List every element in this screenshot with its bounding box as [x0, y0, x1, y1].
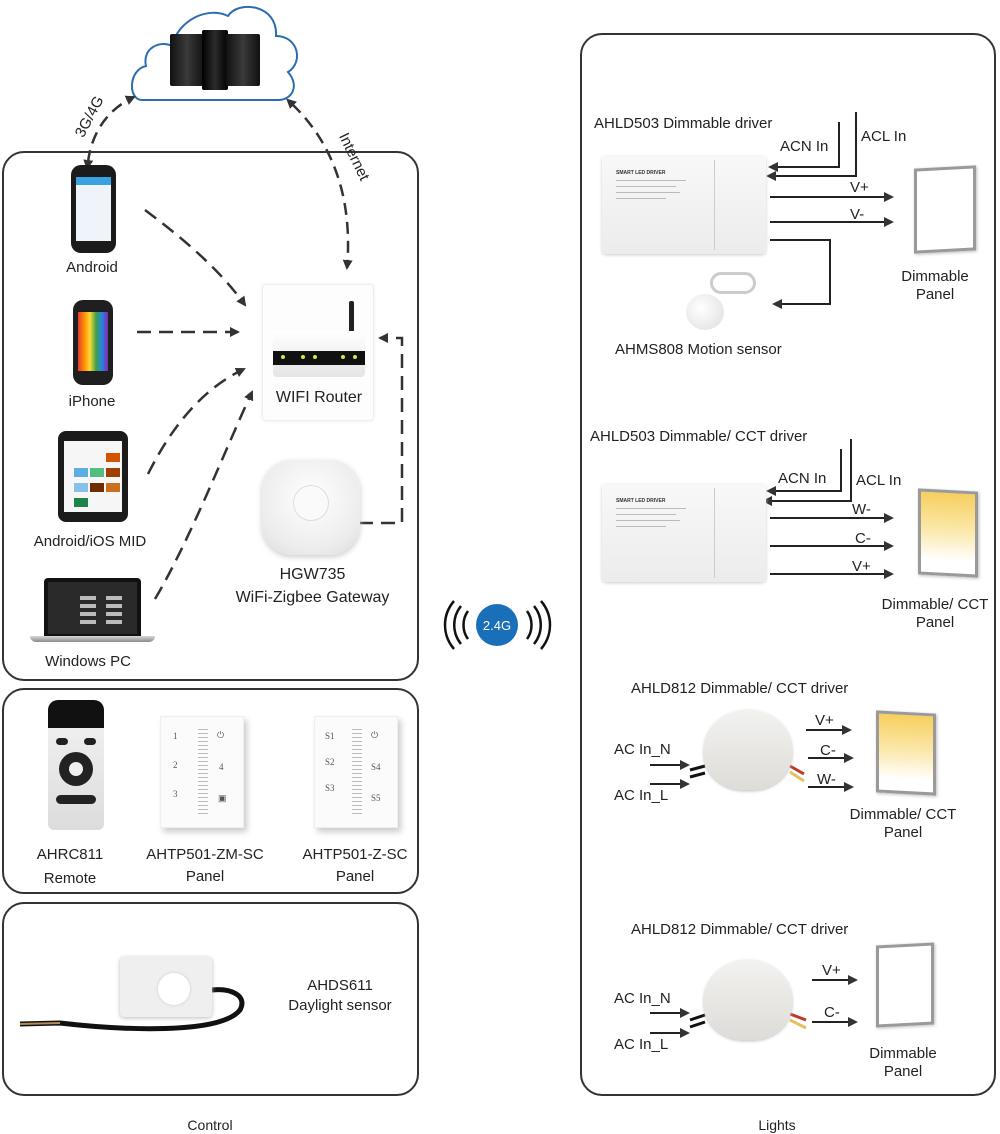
panel-key: S2 — [325, 757, 335, 767]
block4-output-0: V+ — [822, 962, 841, 979]
control-section-title: Control — [187, 1117, 233, 1133]
motion-sensor-icon — [686, 272, 766, 332]
block4-title: AHLD812 Dimmable/ CCT driver — [631, 921, 849, 938]
block2-input-l: ACL In — [856, 472, 902, 489]
block4-input-l: AC In_L — [614, 1036, 669, 1053]
device-label-iphone: iPhone — [68, 393, 116, 410]
block2-input-n: ACN In — [778, 470, 827, 487]
driver-ahld812-icon — [704, 960, 792, 1040]
block2-output-1: C- — [855, 530, 871, 547]
panel-key: 3 — [173, 789, 178, 799]
router-label: WIFI Router — [275, 389, 363, 406]
cct-led-panel-icon — [876, 710, 936, 796]
remote-model: AHRC811 — [36, 846, 104, 863]
gateway-model: HGW735 — [279, 566, 346, 583]
block4-output-1: C- — [824, 1004, 840, 1021]
block4-panel-line1: Dimmable — [869, 1045, 937, 1062]
gateway-label: WiFi-Zigbee Gateway — [235, 589, 390, 606]
block3-input-n: AC In_N — [614, 741, 671, 758]
panel-zm-model-label: AHTP501-ZM-SC — [146, 846, 264, 863]
block4-input-n: AC In_N — [614, 990, 671, 1007]
cct-led-panel-icon — [918, 488, 978, 578]
touch-panel-zm-icon: 1 2 3 ⏻ 4 ▣ — [160, 716, 244, 828]
panel-zm-label: Panel — [185, 868, 225, 885]
sensor-label: Daylight sensor — [288, 997, 392, 1014]
block3-output-0: V+ — [815, 712, 834, 729]
block3-panel-line2: Panel — [883, 824, 923, 841]
gateway-icon — [262, 460, 360, 555]
block4-panel-line2: Panel — [883, 1063, 923, 1080]
block1-panel-line2: Panel — [915, 286, 955, 303]
panel-key: 4 — [219, 762, 224, 772]
block1-input-l: ACL In — [861, 128, 907, 145]
block2-panel-line1: Dimmable/ CCT — [881, 596, 989, 613]
block1-sensor-label: AHMS808 Motion sensor — [615, 341, 782, 358]
panel-key: S1 — [325, 731, 335, 741]
wireless-badge: 2.4G — [476, 604, 518, 646]
driver-ahld503-icon: SMART LED DRIVER — [602, 156, 766, 254]
tablet-icon — [58, 431, 128, 522]
power-icon: ⏻ — [217, 730, 225, 740]
panel-key: S3 — [325, 783, 335, 793]
block1-title: AHLD503 Dimmable driver — [594, 115, 773, 132]
block2-output-0: W- — [852, 501, 871, 518]
led-panel-icon — [876, 942, 934, 1028]
device-label-pc: Windows PC — [45, 653, 131, 670]
remote-label: Remote — [43, 870, 97, 887]
antenna-icon — [349, 301, 354, 337]
sensor-model: AHDS611 — [307, 977, 373, 994]
block2-panel-line2: Panel — [915, 614, 955, 631]
led-panel-icon — [914, 165, 976, 254]
panel-key: S5 — [371, 793, 381, 803]
block3-output-1: C- — [820, 742, 836, 759]
scene-icon: ▣ — [218, 793, 227, 803]
power-icon: ⏻ — [371, 730, 379, 740]
router-icon — [273, 331, 365, 377]
cloud — [128, 0, 303, 104]
touch-panel-z-icon: S1 S2 S3 ⏻ S4 S5 — [314, 716, 398, 828]
block1-output-1: V- — [850, 206, 865, 223]
block3-title: AHLD812 Dimmable/ CCT driver — [631, 680, 849, 697]
panel-key: 1 — [173, 731, 178, 741]
android-phone-icon — [71, 165, 116, 253]
remote-icon — [48, 700, 104, 830]
device-label-tablet: Android/iOS MID — [33, 533, 147, 550]
block1-panel-line1: Dimmable — [901, 268, 969, 285]
laptop-icon — [30, 578, 155, 644]
block1-input-n: ACN In — [780, 138, 829, 155]
driver-ahld812-icon — [704, 710, 792, 790]
lights-section-title: Lights — [758, 1117, 796, 1133]
block3-input-l: AC In_L — [614, 787, 669, 804]
block2-title: AHLD503 Dimmable/ CCT driver — [590, 428, 808, 445]
block3-panel-line1: Dimmable/ CCT — [849, 806, 957, 823]
block2-output-2: V+ — [852, 558, 871, 575]
panel-key: S4 — [371, 762, 381, 772]
link-3g4g-label: 3G/4G — [71, 93, 108, 141]
daylight-sensor-icon — [120, 957, 212, 1017]
iphone-icon — [73, 300, 113, 385]
panel-z-model: AHTP501-Z-SC — [302, 846, 408, 863]
block3-output-2: W- — [817, 771, 836, 788]
panel-key: 2 — [173, 760, 178, 770]
wireless-signal-icon: 2.4G — [440, 595, 555, 655]
device-label-android: Android — [66, 259, 118, 276]
driver-ahld503-cct-icon: SMART LED DRIVER — [602, 484, 766, 582]
block1-output-0: V+ — [850, 179, 869, 196]
panel-z-label: Panel — [335, 868, 375, 885]
router-card: WIFI Router — [262, 284, 374, 421]
